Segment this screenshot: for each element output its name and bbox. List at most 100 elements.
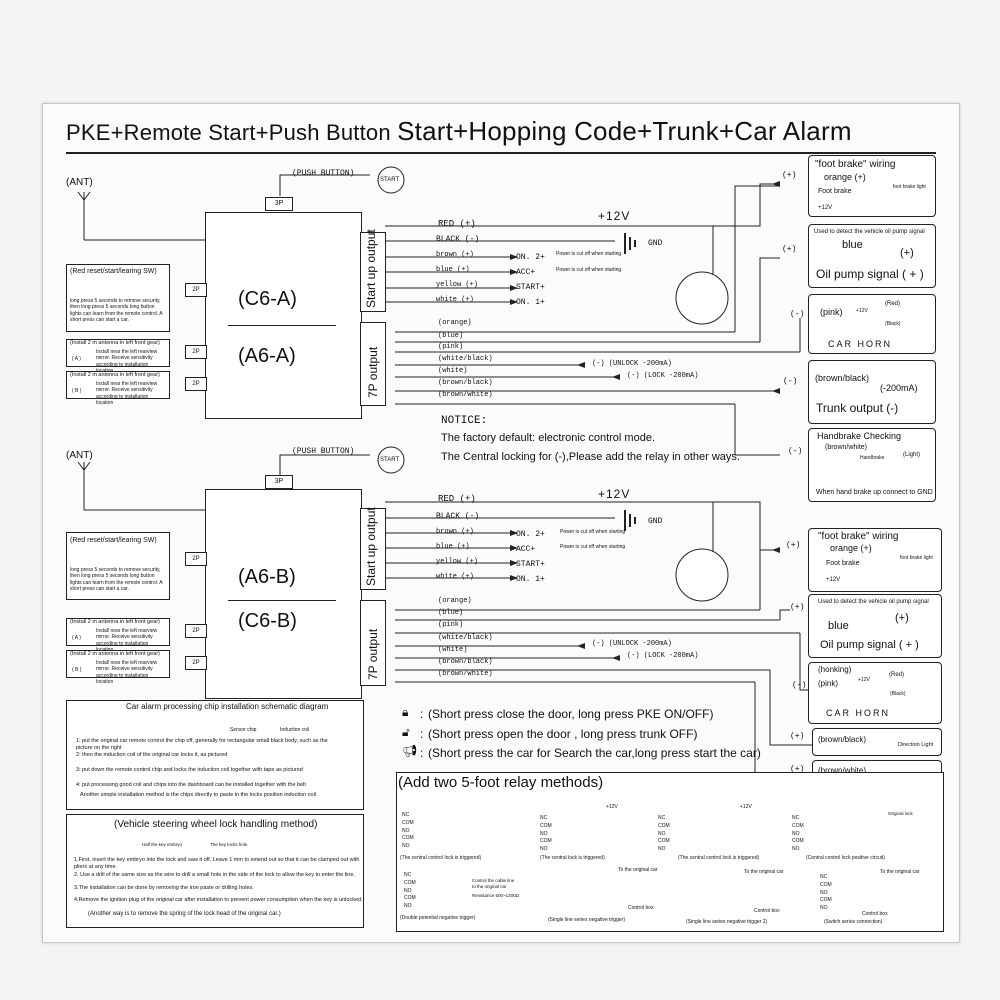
start-plus-label: START+ xyxy=(516,283,545,292)
wire-brown: brown (+) xyxy=(436,251,474,259)
seven-p-output-label-b: 7P output xyxy=(366,628,380,680)
relay-6-caption: (Single line series negative trigger) xyxy=(548,917,625,923)
power-cut-note-b2: Power is cut off when starting xyxy=(560,544,626,550)
control-unit-c6a xyxy=(205,212,362,419)
antenna-a-desc: Install near the left rearview mirror. R… xyxy=(96,349,158,374)
trunk-output-box xyxy=(808,360,936,424)
port-2p-b2: 2P xyxy=(185,656,207,670)
on2-label: ON. 2+ xyxy=(516,253,545,262)
car-horn-box xyxy=(808,294,936,354)
notice-title: NOTICE: xyxy=(441,415,488,427)
antenna-a2-title: (Install 2 m antenna in left front gear) xyxy=(70,619,160,625)
horn-honking-b: (honking) xyxy=(818,665,852,674)
power-cut-note-1: Power is cut off when starting xyxy=(556,251,622,257)
reset-switch-desc-b: long press 5 seconds to remove security,… xyxy=(70,567,163,592)
trunk-brown-black: (brown/black) xyxy=(815,373,870,383)
chip-step-2: 2: then the induction coil of the origin… xyxy=(76,752,228,758)
dir-plus-2: (+) xyxy=(790,765,805,774)
unit-label-a6a: (A6-A) xyxy=(238,345,296,367)
antenna-b-letter: ( B ) xyxy=(72,388,82,394)
wire-black-b: BLACK (-) xyxy=(436,512,480,521)
relay-7-caption: (Single line series negative trigger 2) xyxy=(686,919,768,925)
oil-plus-b: (+) xyxy=(790,603,805,612)
lock-icon: 🔒︎ xyxy=(402,705,409,719)
direction-light-wire-1: (brown/black) xyxy=(818,735,867,744)
trunk-minus: (-) xyxy=(783,377,798,386)
start-button[interactable]: START xyxy=(380,177,400,183)
seven-p-output-block-b xyxy=(360,600,386,686)
horn-pink-b: (pink) xyxy=(818,679,839,688)
steering-step-1: 1.First, insert the key embryo into the … xyxy=(74,857,360,870)
antenna-box-a2 xyxy=(66,618,170,646)
relay-6-control-box: Control box xyxy=(628,905,654,911)
wire-white-b: white (+) xyxy=(436,573,474,581)
wire-brown-b: brown (+) xyxy=(436,528,474,536)
handbrake-box xyxy=(808,428,936,502)
port-3p-b: 3P xyxy=(265,475,293,489)
steering-step-2: 2. Use a drill of the same size as the w… xyxy=(74,872,355,878)
direction-light-box-1 xyxy=(812,728,942,756)
antenna-b2-letter: ( B ) xyxy=(72,667,82,673)
oil-pump-signal: Oil pump signal ( + ) xyxy=(816,267,924,281)
power-cut-note-2: Power is cut off when starting xyxy=(556,267,622,273)
oil-pump-note-b: Used to detect the vehicle oil pump sign… xyxy=(818,599,929,605)
relay-1-caption: (The central control lock is triggered) xyxy=(400,855,482,861)
oil-pump-box-b xyxy=(808,594,942,658)
handbrake-lever: Handbrake xyxy=(860,455,885,461)
car-horn-label: CAR HORN xyxy=(828,339,893,349)
foot-brake-orange: orange (+) xyxy=(824,172,866,182)
foot-brake-title: "foot brake" wiring xyxy=(815,159,896,170)
steering-lock-box xyxy=(66,814,364,928)
chip-install-box xyxy=(66,700,364,810)
legend-row-1: (Short press close the door, long press … xyxy=(428,707,714,721)
handbrake-note: When hand brake up connect to GND xyxy=(816,489,933,496)
reset-switch-title: (Red reset/start/learing SW) xyxy=(70,268,157,275)
chip-step-4: 4: put processing good coil and chips in… xyxy=(76,782,306,788)
unlock-label-b: (-) (UNLOCK -200mA) xyxy=(592,640,672,648)
relay-4-original-lock: Original lock xyxy=(888,811,913,816)
wire-brown-black: (brown/black) xyxy=(438,379,493,387)
wire-black: BLACK (-) xyxy=(436,235,480,244)
foot-brake-light-b: foot brake light xyxy=(900,555,933,561)
unlock-icon: 🔓︎ xyxy=(402,725,410,739)
port-2p-reset-b: 2P xyxy=(185,552,207,566)
chip-step-5: Another simple installation method is th… xyxy=(80,792,317,798)
wire-blue-7p: (blue) xyxy=(438,332,464,340)
lock-label-b: (-) (LOCK -200mA) xyxy=(627,652,699,660)
oil-pump-plus-b: (+) xyxy=(895,612,909,624)
chip-sensor-label: Sensor chip xyxy=(230,727,257,733)
relay-2-terminals: NC COM NO COM NO xyxy=(540,815,552,852)
horn-red: (Red) xyxy=(885,301,901,307)
chip-step-3: 3: put down the remote control chip and … xyxy=(76,767,303,773)
handbrake-title: Handbrake Checking xyxy=(817,431,902,441)
wire-brown-black-b: (brown/black) xyxy=(438,658,493,666)
power-cut-note-b1: Power is cut off when starting xyxy=(560,529,626,535)
start-button-b[interactable]: START xyxy=(380,457,400,463)
wire-pink: (pink) xyxy=(438,343,464,351)
on1-label: ON. 1+ xyxy=(516,298,545,307)
antenna-box-b2 xyxy=(66,650,170,678)
horn-black: (Black) xyxy=(885,321,901,327)
relay-3-terminals: NC COM NO COM NO xyxy=(658,815,670,852)
steering-key-hole: The key locks hole xyxy=(210,842,248,847)
foot-brake-12v: +12V xyxy=(818,205,833,211)
start-up-output-label-b: Start up output xyxy=(364,507,378,586)
relay-3-caption: (The central control lock is triggered) xyxy=(678,855,760,861)
wire-white-black-b: (white/black) xyxy=(438,634,493,642)
antenna-label-b: (ANT) xyxy=(66,450,93,461)
lock-label: (-) (LOCK -200mA) xyxy=(627,372,699,380)
legend-colon-3: : xyxy=(420,746,424,760)
trunk-output-label: Trunk output (-) xyxy=(816,401,899,415)
antenna-box-b xyxy=(66,371,170,399)
foot-brake-orange-b: orange (+) xyxy=(830,543,872,553)
wire-pink-b: (pink) xyxy=(438,621,464,629)
horn-red-b: (Red) xyxy=(889,672,905,678)
wire-orange-b: (orange) xyxy=(438,597,472,605)
relay-8-caption: (Switch series connection) xyxy=(824,919,883,925)
relay-8-original: To the original car xyxy=(880,869,920,875)
wire-blue-b: blue (+) xyxy=(436,543,470,551)
control-unit-a6b xyxy=(205,489,362,699)
relay-1-terminals: NC COM NO COM NO xyxy=(402,812,414,849)
steering-step-3: 3.The installation can be done by removi… xyxy=(74,885,254,891)
